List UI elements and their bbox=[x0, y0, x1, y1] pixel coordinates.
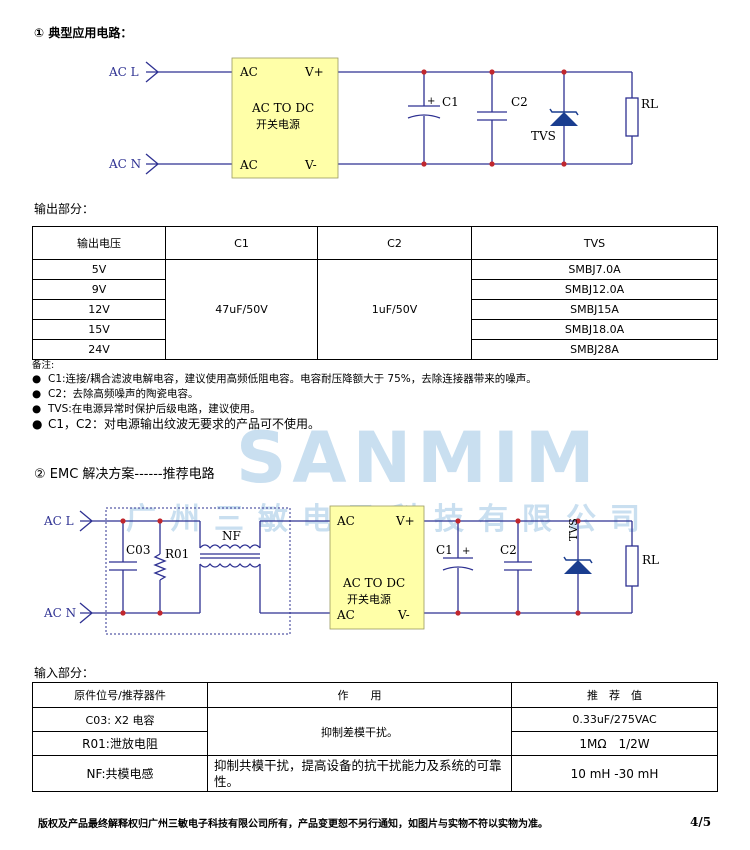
section2-title: ② EMC 解决方案------推荐电路 bbox=[34, 467, 215, 482]
label-rl: RL bbox=[641, 97, 658, 111]
bullet-icon: ● bbox=[32, 417, 43, 431]
input-part: R01:泄放电阻 bbox=[32, 731, 208, 756]
input-header-part: 原件位号/推荐器件 bbox=[32, 682, 208, 708]
label-nf: NF bbox=[222, 529, 241, 543]
page-number: 4/5 bbox=[690, 815, 712, 829]
module-ac-bottom: AC bbox=[239, 158, 258, 172]
label-c2: C2 bbox=[500, 543, 517, 557]
bullet-icon: ● bbox=[32, 403, 42, 415]
label-acl: AC L bbox=[43, 514, 74, 528]
module-vplus: V+ bbox=[395, 514, 415, 528]
input-header-value: 推 荐 值 bbox=[511, 682, 718, 708]
input-value: 0.33uF/275VAC bbox=[511, 707, 718, 732]
label-c2: C2 bbox=[511, 95, 528, 109]
output-tvs: SMBJ15A bbox=[471, 299, 718, 320]
acdc-module bbox=[231, 57, 339, 179]
output-voltage: 5V bbox=[32, 259, 166, 280]
acdc-module bbox=[329, 505, 425, 630]
label-c1: C1 bbox=[442, 95, 459, 109]
emc-circuit-diagram: + AC L AC N C03 R01 NF AC V+ AC V- AC TO… bbox=[43, 505, 659, 635]
label-c1: C1 bbox=[436, 543, 453, 557]
module-vminus: V- bbox=[397, 608, 410, 622]
input-header-function: 作 用 bbox=[207, 682, 512, 708]
output-header-tvs: TVS bbox=[471, 226, 718, 260]
label-tvs: TVS bbox=[567, 518, 580, 541]
section1-title: ① 典型应用电路： bbox=[34, 26, 133, 40]
module-line1: AC TO DC bbox=[342, 576, 405, 590]
svg-text:+: + bbox=[427, 96, 435, 107]
module-ac-top: AC bbox=[336, 514, 355, 528]
module-line2: 开关电源 bbox=[256, 117, 300, 131]
input-title: 输入部分： bbox=[34, 666, 95, 680]
note-item: ●C1:连接/耦合滤波电解电容，建议使用高频低阻电容。电容耐压降额大于 75%，… bbox=[32, 373, 537, 385]
output-title: 输出部分： bbox=[34, 202, 95, 216]
output-table: 输出电压 C1 C2 TVS 5V 47uF/50V 1uF/50V SMBJ7… bbox=[32, 226, 718, 360]
output-header-c1: C1 bbox=[165, 226, 318, 260]
typical-circuit-diagram: + AC L AC N AC V+ AC V- AC TO DC 开关电源 C1… bbox=[108, 57, 658, 179]
output-tvs: SMBJ12.0A bbox=[471, 279, 718, 300]
bullet-icon: ● bbox=[32, 388, 42, 400]
module-line1: AC TO DC bbox=[251, 101, 314, 115]
output-c2-value: 1uF/50V bbox=[317, 259, 472, 360]
module-vplus: V+ bbox=[304, 65, 324, 79]
bullet-icon: ● bbox=[32, 373, 42, 385]
output-voltage: 9V bbox=[32, 279, 166, 300]
label-acn: AC N bbox=[43, 606, 76, 620]
notes-heading: 备注: bbox=[32, 360, 55, 371]
input-table: 原件位号/推荐器件 作 用 推 荐 值 C03: X2 电容 抑制差模干扰。 0… bbox=[32, 682, 718, 792]
note-item: ●TVS:在电源异常时保护后级电路，建议使用。 bbox=[32, 403, 261, 415]
input-value: 1MΩ 1/2W bbox=[511, 731, 718, 756]
label-r01: R01 bbox=[165, 547, 189, 561]
output-voltage: 24V bbox=[32, 339, 166, 360]
input-part: C03: X2 电容 bbox=[32, 707, 208, 732]
input-value: 10 mH -30 mH bbox=[511, 755, 718, 792]
label-tvs: TVS bbox=[531, 129, 556, 143]
output-c1-value: 47uF/50V bbox=[165, 259, 318, 360]
note-item: ●C1，C2：对电源输出纹波无要求的产品可不使用。 bbox=[32, 417, 321, 431]
module-vminus: V- bbox=[304, 158, 317, 172]
module-ac-bottom: AC bbox=[336, 608, 355, 622]
module-ac-top: AC bbox=[239, 65, 258, 79]
watermark-brand: SANMIM bbox=[236, 417, 601, 499]
output-header-voltage: 输出电压 bbox=[32, 226, 166, 260]
label-acn: AC N bbox=[108, 157, 141, 171]
svg-text:+: + bbox=[462, 546, 470, 557]
footer-text: 版权及产品最终解释权归广州三敏电子科技有限公司所有，产品变更恕不另行通知，如图片… bbox=[38, 819, 548, 830]
label-rl: RL bbox=[642, 553, 659, 567]
label-acl: AC L bbox=[108, 65, 139, 79]
output-tvs: SMBJ18.0A bbox=[471, 319, 718, 340]
output-voltage: 12V bbox=[32, 299, 166, 320]
input-function-diff: 抑制差模干扰。 bbox=[207, 707, 512, 756]
note-item: ●C2：去除高频噪声的陶瓷电容。 bbox=[32, 388, 199, 400]
input-function-common: 抑制共模干扰，提高设备的抗干扰能力及系统的可靠性。 bbox=[207, 755, 512, 792]
module-line2: 开关电源 bbox=[347, 592, 391, 606]
label-c03: C03 bbox=[126, 543, 150, 557]
notes: 备注: ●C1:连接/耦合滤波电解电容，建议使用高频低阻电容。电容耐压降额大于 … bbox=[32, 360, 732, 432]
output-voltage: 15V bbox=[32, 319, 166, 340]
output-tvs: SMBJ7.0A bbox=[471, 259, 718, 280]
output-header-c2: C2 bbox=[317, 226, 472, 260]
input-part: NF:共模电感 bbox=[32, 755, 208, 792]
output-tvs: SMBJ28A bbox=[471, 339, 718, 360]
